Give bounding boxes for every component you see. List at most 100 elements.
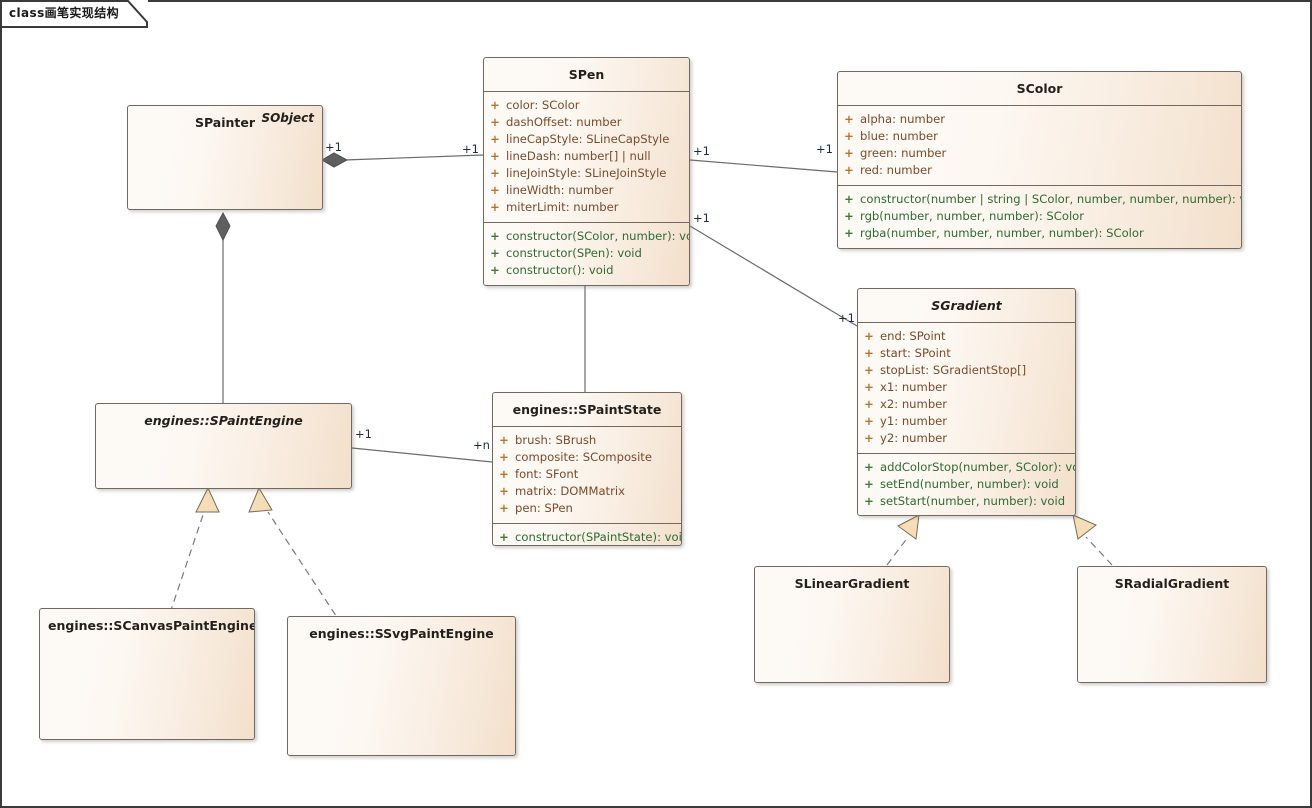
operation-row: + constructor(SColor, number): void xyxy=(484,228,689,245)
link-painter-engine xyxy=(215,211,231,403)
visibility-marker: + xyxy=(490,132,500,146)
link-painter-pen xyxy=(321,152,484,168)
class-box-slineargradient[interactable]: SLinearGradient xyxy=(754,566,950,683)
operation-signature: setEnd(number, number): void xyxy=(880,477,1059,491)
link-canvasengine-realizes-paintengine xyxy=(169,486,220,614)
class-stereotype-spainter: SObject xyxy=(261,111,314,125)
link-radialgradient-realizes-gradient xyxy=(1072,514,1113,566)
attribute-signature: stopList: SGradientStop[] xyxy=(880,363,1027,377)
attribute-row: +x2: number xyxy=(858,396,1075,413)
attribute-signature: pen: SPen xyxy=(515,501,573,515)
visibility-marker: + xyxy=(499,450,509,464)
attribute-signature: end: SPoint xyxy=(880,329,946,343)
operation-signature: constructor(SPaintState): void xyxy=(515,530,682,544)
class-box-sgradient[interactable]: SGradient +end: SPoint +start: SPoint +s… xyxy=(857,288,1076,516)
visibility-marker: + xyxy=(864,477,874,491)
multiplicity-pen-color-target: +1 xyxy=(816,142,833,156)
attribute-signature: lineDash: number[] | null xyxy=(506,149,651,163)
attributes-compartment-spen: +color: SColor +dashOffset: number +line… xyxy=(484,92,689,222)
visibility-marker: + xyxy=(864,397,874,411)
class-box-spainter[interactable]: SPainter SObject xyxy=(127,105,323,210)
visibility-marker: + xyxy=(844,226,854,240)
class-box-sradialgradient[interactable]: SRadialGradient xyxy=(1077,566,1267,683)
attribute-signature: color: SColor xyxy=(506,98,580,112)
class-title-slineargradient: SLinearGradient xyxy=(794,576,910,591)
attribute-row: +color: SColor xyxy=(484,97,689,114)
attribute-row: + blue: number xyxy=(838,128,1241,145)
class-box-spen[interactable]: SPen +color: SColor +dashOffset: number … xyxy=(483,57,690,286)
diagram-title-tab: class画笔实现结构 xyxy=(0,0,150,28)
link-pen-color xyxy=(689,159,838,173)
attribute-row: +y1: number xyxy=(858,413,1075,430)
class-title-sradialgradient: SRadialGradient xyxy=(1114,576,1230,591)
attributes-compartment-spaintstate: +brush: SBrush +composite: SComposite +f… xyxy=(493,427,681,523)
multiplicity-painter-pen-source: +1 xyxy=(325,140,342,154)
attribute-row: +lineDash: number[] | null xyxy=(484,148,689,165)
visibility-marker: + xyxy=(499,484,509,498)
attribute-row: + green: number xyxy=(838,145,1241,162)
attribute-signature: composite: SComposite xyxy=(515,450,652,464)
link-pen-gradient xyxy=(689,225,858,327)
visibility-marker: + xyxy=(844,192,854,206)
visibility-marker: + xyxy=(499,501,509,515)
operation-row: +constructor(): void xyxy=(484,262,689,279)
link-lineargradient-realizes-gradient xyxy=(886,514,920,566)
visibility-marker: + xyxy=(844,112,854,126)
visibility-marker: + xyxy=(490,263,500,277)
operations-compartment-spen: +constructor(SColor, number): void +cons… xyxy=(484,223,689,285)
visibility-marker: + xyxy=(490,229,500,243)
visibility-marker: + xyxy=(864,494,874,508)
attribute-row: +start: SPoint xyxy=(858,345,1075,362)
attribute-row: + x1: number xyxy=(858,379,1075,396)
class-box-scolor[interactable]: SColor + alpha: number + blue: number + gre… xyxy=(837,71,1242,249)
attribute-row: + pen: SPen xyxy=(493,500,681,517)
operation-row: +rgba(number, number, number, number): S… xyxy=(838,225,1241,242)
attribute-signature: x1: number xyxy=(880,380,948,394)
multiplicity-engine-state-target: +n xyxy=(473,438,490,452)
class-title-ssvgpaintengine: engines::SSvgPaintEngine xyxy=(309,626,494,641)
attribute-signature: blue: number xyxy=(860,129,938,143)
attribute-signature: y1: number xyxy=(880,414,948,428)
class-separator xyxy=(858,322,1075,323)
class-separator xyxy=(838,105,1241,106)
class-separator xyxy=(493,523,681,524)
attribute-signature: green: number xyxy=(860,146,947,160)
attribute-signature: lineJoinStyle: SLineJoinStyle xyxy=(506,166,667,180)
visibility-marker: + xyxy=(844,163,854,177)
operations-compartment-sgradient: + addColorStop(number, SColor): void + set… xyxy=(858,454,1075,515)
attributes-compartment-scolor: + alpha: number + blue: number + green: num… xyxy=(838,106,1241,185)
attribute-row: + composite: SComposite xyxy=(493,449,681,466)
visibility-marker: + xyxy=(864,380,874,394)
multiplicity-painter-pen-target: +1 xyxy=(462,142,479,156)
attribute-signature: dashOffset: number xyxy=(506,115,622,129)
class-title-spaintstate: engines::SPaintState xyxy=(512,402,662,417)
operation-signature: constructor(SPen): void xyxy=(506,246,642,260)
operation-row: +rgb(number, number, number): SColor xyxy=(838,208,1241,225)
operation-signature: constructor(SColor, number): void xyxy=(506,229,690,243)
visibility-marker: + xyxy=(844,129,854,143)
attribute-row: +end: SPoint xyxy=(858,328,1075,345)
attribute-signature: alpha: number xyxy=(860,112,945,126)
class-box-scanvaspaintengine[interactable]: engines::SCanvasPaintEngine xyxy=(39,608,255,740)
class-box-spaintengine[interactable]: engines::SPaintEngine xyxy=(95,403,352,489)
attribute-row: +brush: SBrush xyxy=(493,432,681,449)
class-title-spen: SPen xyxy=(568,67,605,82)
operation-row: +constructor(number | string | SColor, n… xyxy=(838,191,1241,208)
operation-signature: addColorStop(number, SColor): void xyxy=(880,460,1076,474)
class-title-scolor: SColor xyxy=(1016,81,1063,96)
attribute-signature: matrix: DOMMatrix xyxy=(515,484,625,498)
visibility-marker: + xyxy=(844,146,854,160)
attribute-signature: miterLimit: number xyxy=(506,200,619,214)
visibility-marker: + xyxy=(844,209,854,223)
visibility-marker: + xyxy=(864,460,874,474)
attribute-row: + alpha: number xyxy=(838,111,1241,128)
attribute-signature: y2: number xyxy=(880,431,948,445)
class-box-ssvgpaintengine[interactable]: engines::SSvgPaintEngine xyxy=(287,616,516,756)
class-title-spainter: SPainter xyxy=(194,115,256,130)
class-box-spaintstate[interactable]: engines::SPaintState +brush: SBrush +com… xyxy=(492,392,682,546)
visibility-marker: + xyxy=(490,115,500,129)
attribute-signature: brush: SBrush xyxy=(515,433,597,447)
operation-row: + addColorStop(number, SColor): void xyxy=(858,459,1075,476)
attribute-row: +lineJoinStyle: SLineJoinStyle xyxy=(484,165,689,182)
